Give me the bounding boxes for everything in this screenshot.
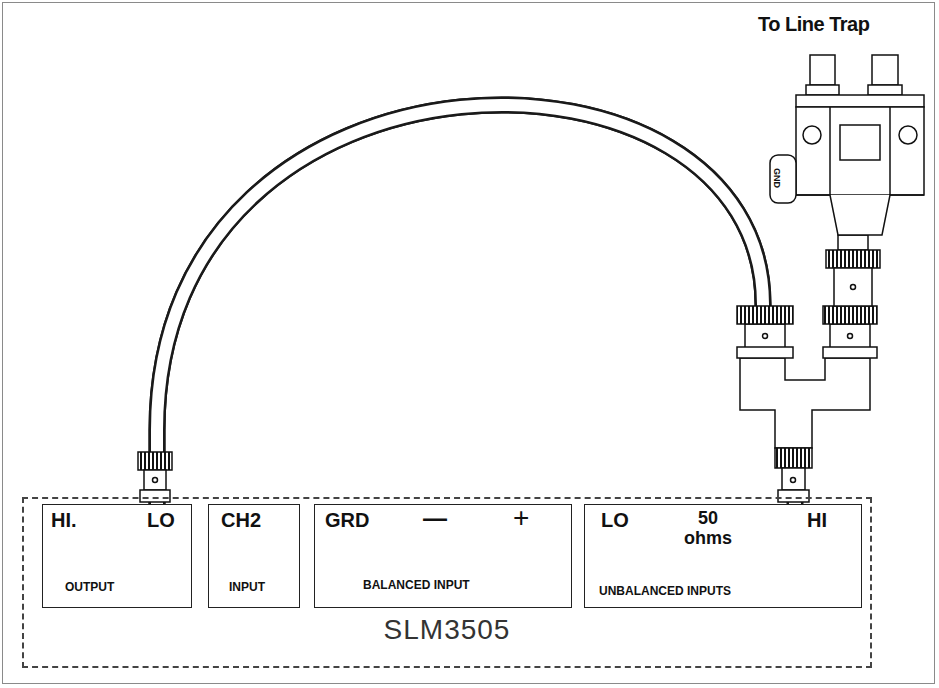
terminal-label: GRD — [325, 509, 369, 531]
tee-left-arm — [745, 324, 785, 348]
instrument-panel: HI. LO OUTPUT CH2INPUT GRD — + BALANCED INPUT LO… — [22, 497, 872, 668]
adapter-bnc — [826, 235, 880, 306]
bnc-tee — [737, 306, 877, 502]
terminal-label: LO — [147, 509, 175, 531]
adapter-edge — [829, 107, 831, 195]
cable-core — [157, 105, 848, 504]
bnc-plug — [138, 452, 172, 502]
tee-left-plate — [737, 347, 793, 358]
adapter-neck — [838, 235, 868, 250]
adapter-top-plate — [796, 95, 924, 107]
tee-right-plate — [823, 347, 877, 358]
adapter-taper — [796, 195, 924, 235]
terminal-label: HI. — [51, 509, 77, 531]
plug-body — [782, 468, 805, 490]
gnd-tab — [770, 155, 796, 203]
adapter-body — [796, 107, 924, 195]
adapter-edge — [889, 107, 891, 195]
panel-name: OUTPUT — [65, 581, 114, 594]
impedance-label: 50 ohms — [677, 509, 739, 549]
balanced-input-panel: GRD — + BALANCED INPUT — [314, 504, 572, 608]
post-hole — [899, 126, 917, 144]
banana-post — [872, 55, 898, 85]
banana-adapter: To Line TrapGND — [790, 95, 930, 235]
coax-cable — [157, 105, 848, 504]
panel-name: UNBALANCED INPUTS — [599, 585, 731, 598]
adapter-outline — [790, 95, 930, 235]
instrument-name: SLM3505 — [24, 615, 870, 646]
knurled-nut — [737, 306, 793, 324]
banana-post — [810, 55, 835, 85]
post-collar — [806, 85, 839, 95]
panel-name: INPUT — [229, 581, 265, 594]
terminal-label: HI — [807, 509, 827, 531]
plug-flange — [778, 490, 809, 502]
plug-dot — [153, 478, 158, 483]
output-panel: HI. LO OUTPUT — [42, 504, 192, 608]
tee-body — [740, 358, 870, 448]
terminal-label: + — [513, 503, 529, 534]
panel-name: BALANCED INPUT — [363, 579, 470, 592]
gnd-label: GND — [771, 168, 781, 188]
knurled-nut — [138, 452, 172, 470]
adapter-heading: To Line Trap — [758, 13, 869, 35]
plug-dot — [763, 334, 768, 339]
plug-flange — [140, 490, 170, 502]
terminal-label: — — [423, 505, 447, 531]
unbalanced-input-panel: LO 50 ohms HI UNBALANCED INPUTS — [584, 504, 862, 608]
cable-jacket — [157, 105, 848, 504]
ch2-input-panel: CH2INPUT — [208, 504, 300, 608]
knurled-nut — [775, 448, 812, 468]
plug-dot — [791, 478, 796, 483]
plug-dot — [851, 285, 856, 290]
adapter-center-block — [840, 125, 880, 160]
terminal-label: CH2 — [221, 509, 261, 531]
plug-body — [144, 470, 166, 490]
plug-dot — [848, 334, 853, 339]
tee-right-arm — [830, 324, 870, 348]
knurled-nut — [826, 250, 880, 268]
plug-body — [834, 268, 872, 306]
post-collar — [868, 85, 902, 95]
post-hole — [803, 126, 821, 144]
terminal-label: LO — [601, 509, 629, 531]
knurled-nut — [823, 306, 877, 324]
